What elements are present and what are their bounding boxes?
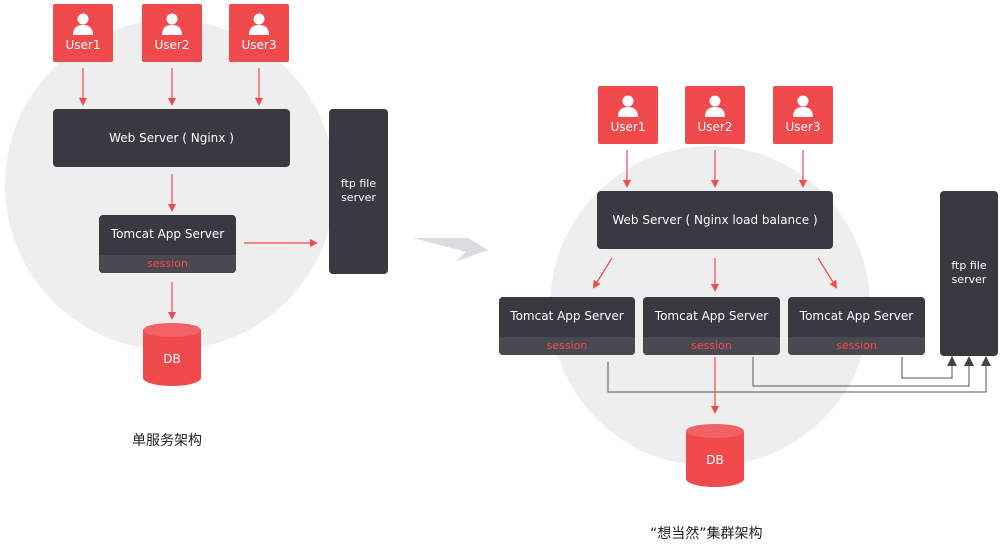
user-label: User3 [241, 38, 277, 52]
tomcat-label: Tomcat App Server [799, 309, 914, 323]
user-label: User1 [610, 120, 646, 134]
user-icon [162, 13, 182, 35]
session-label: session [643, 337, 780, 355]
ftp-label-line1: ftp file [951, 259, 987, 272]
user-icon [618, 95, 638, 117]
ftp-label-line2: server [951, 273, 987, 286]
single-web-server: Web Server ( Nginx ) [53, 109, 290, 167]
tomcat-label: Tomcat App Server [510, 309, 624, 323]
user-icon [73, 13, 93, 35]
single-ftp-server: ftp file server [329, 109, 388, 274]
arrowhead-ftp-2 [964, 356, 974, 366]
user-icon [705, 95, 725, 117]
path-tomcat3b-ftp [901, 357, 953, 379]
ftp-label-line2: server [341, 191, 376, 204]
single-db-label: DB [163, 352, 181, 366]
cluster-user-3: User3 [773, 86, 833, 144]
cluster-db-database-icon [686, 424, 744, 487]
cluster-web-server: Web Server ( Nginx load balance ) [597, 191, 833, 249]
web-server-label: Web Server ( Nginx load balance ) [612, 213, 818, 227]
arrowhead-ftp-3 [981, 356, 991, 366]
user-label: User3 [785, 120, 821, 134]
left-background-circle [5, 20, 335, 350]
session-label: session [99, 255, 236, 273]
user-label: User1 [65, 38, 101, 52]
cluster-tomcat-server-3: Tomcat App Server session [788, 297, 925, 355]
single-user-3: User3 [229, 4, 289, 62]
single-user-1: User1 [53, 4, 113, 62]
transition-arrow-icon [413, 230, 488, 262]
web-server-label: Web Server ( Nginx ) [109, 131, 234, 145]
path-tomcat3-ftp [752, 357, 970, 387]
single-user-2: User2 [142, 4, 202, 62]
cluster-db-label: DB [706, 453, 724, 467]
cluster-ftp-server: ftp file server [940, 191, 998, 356]
session-label: session [788, 337, 925, 355]
ftp-label-line1: ftp file [340, 177, 377, 190]
user-icon [793, 95, 813, 117]
cluster-tomcat-server-2: Tomcat App Server session [643, 297, 780, 355]
user-label: User2 [697, 120, 733, 134]
arrow-c-web-tomcat3 [817, 257, 838, 289]
session-label: session [499, 337, 635, 355]
cluster-user-2: User2 [685, 86, 745, 144]
tomcat-label: Tomcat App Server [654, 309, 769, 323]
cluster-user-1: User1 [598, 86, 658, 144]
single-tomcat-server: Tomcat App Server session [99, 215, 236, 273]
path-tomcat1-ftp [607, 362, 987, 393]
single-db-database-icon [143, 323, 201, 386]
arrow-c-web-tomcat1 [592, 257, 613, 289]
tomcat-label: Tomcat App Server [110, 227, 225, 241]
cluster-tomcat-server-1: Tomcat App Server session [499, 297, 635, 355]
user-icon [249, 13, 269, 35]
single-caption: 单服务架构 [132, 433, 202, 449]
cluster-caption: “想当然”集群架构 [650, 526, 763, 542]
user-label: User2 [154, 38, 190, 52]
arrowhead-ftp-1 [947, 356, 957, 366]
